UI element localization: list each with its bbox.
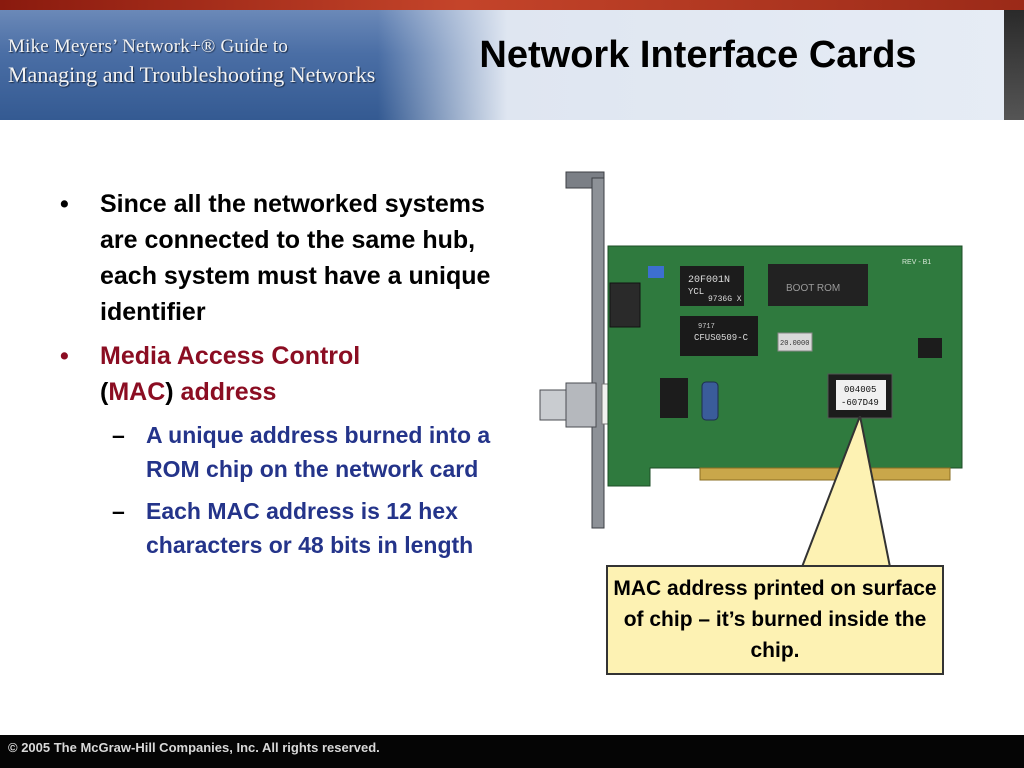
bullet-text-address: address xyxy=(180,378,277,406)
bnc-connector xyxy=(565,382,597,428)
bullet-list: • Since all the networked systems are co… xyxy=(60,186,500,562)
bullet-marker: • xyxy=(60,342,69,370)
sub-bullet-marker: – xyxy=(112,498,125,524)
sub-bullet-marker: – xyxy=(112,422,125,448)
sub-bullet-text: Each MAC address is 12 hex characters or… xyxy=(146,498,474,558)
slide-header: Mike Meyers’ Network+® Guide to Managing… xyxy=(0,0,1024,120)
chip xyxy=(660,378,688,418)
chip-label: YCL xyxy=(688,287,704,297)
mac-acronym: MAC xyxy=(108,378,166,406)
crystal xyxy=(777,332,813,352)
chip-label: 20.0000 xyxy=(780,340,809,348)
chip-label: 004005 xyxy=(844,385,876,395)
paren-open: ( xyxy=(100,378,109,406)
bullet-text-term: Media Access Control xyxy=(100,342,361,370)
chip-label: 20F001N xyxy=(688,275,730,286)
bullet-marker: • xyxy=(60,190,69,218)
boot-rom-chip xyxy=(768,264,868,306)
slide-title: Network Interface Cards xyxy=(479,34,917,76)
chip xyxy=(680,266,744,306)
card-bracket xyxy=(591,177,605,529)
sub-bullet-item: – Each MAC address is 12 hex characters … xyxy=(60,494,500,562)
bullet-item: • Since all the networked systems are co… xyxy=(60,186,500,330)
sub-bullet-text: A unique address burned into a ROM chip … xyxy=(146,422,491,482)
brand-line-1: Mike Meyers’ Network+® Guide to xyxy=(8,36,289,57)
brand-line-2: Managing and Troubleshooting Networks xyxy=(8,62,376,87)
edge-connector xyxy=(699,467,951,481)
network-card-image: 20F001N YCL 9736G X CFUS0509-C 9717 BOOT… xyxy=(539,171,963,529)
chip xyxy=(918,338,942,358)
bullet-text: Since all the networked systems are conn… xyxy=(100,190,491,326)
book-brand: Mike Meyers’ Network+® Guide to Managing… xyxy=(8,36,375,88)
paren-close: ) xyxy=(165,378,174,406)
mac-label-sticker xyxy=(836,380,886,410)
chip-label: 9717 xyxy=(698,323,715,331)
chip-label: REV - B1 xyxy=(902,259,931,266)
chip-label: BOOT ROM xyxy=(786,283,840,294)
title-background xyxy=(378,10,1024,120)
jumper xyxy=(648,266,664,278)
bullet-item: • Media Access Control (MAC) address xyxy=(60,338,500,410)
rj45-port xyxy=(609,282,641,328)
chip-label: 9736G X xyxy=(708,295,742,304)
header-right-bar xyxy=(1004,10,1024,120)
chip-label: CFUS0509-C xyxy=(694,333,749,343)
sub-bullet-item: – A unique address burned into a ROM chi… xyxy=(60,418,500,486)
copyright-notice: © 2005 The McGraw-Hill Companies, Inc. A… xyxy=(8,740,380,755)
callout-tail-shape xyxy=(800,416,892,568)
chip-label: -607D49 xyxy=(841,398,879,408)
slide-footer: © 2005 The McGraw-Hill Companies, Inc. A… xyxy=(0,735,1024,768)
callout-box: MAC address printed on surface of chip –… xyxy=(606,565,944,675)
capacitor xyxy=(701,381,719,421)
callout-pointer xyxy=(800,416,892,568)
chip xyxy=(680,316,758,356)
header-top-stripe xyxy=(0,0,1024,10)
